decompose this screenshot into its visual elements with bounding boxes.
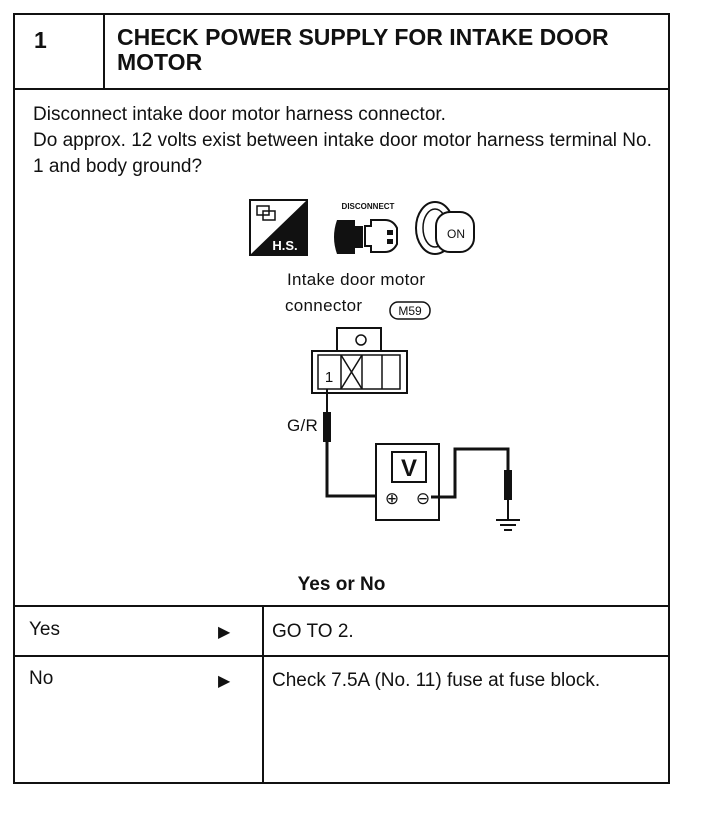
wire-color-label: G/R — [287, 416, 319, 435]
voltmeter: V ⊕ ⊖ — [375, 443, 440, 521]
positive-lead — [325, 442, 391, 498]
question-label: Yes or No — [297, 574, 386, 595]
ground-icon — [496, 500, 520, 531]
table-column-divider — [262, 605, 264, 784]
answer-label: No — [29, 668, 54, 689]
negative-lead — [431, 447, 510, 499]
positive-probe — [323, 412, 331, 442]
meter-label: V — [401, 455, 417, 482]
arrow-right-icon: ▶ — [218, 624, 231, 641]
harness-connector: 1 — [311, 327, 408, 394]
step-header: 1 CHECK POWER SUPPLY FOR INTAKE DOOR MOT… — [15, 15, 668, 90]
minus-terminal: ⊖ — [416, 489, 430, 509]
connector-label-line1: Intake door motor — [287, 270, 426, 289]
connector-label-line2: connector — [285, 296, 363, 315]
instruction-line-2: Do approx. 12 volts exist between intake… — [33, 130, 652, 177]
ignition-label: ON — [447, 227, 465, 241]
answer-label: Yes — [29, 619, 60, 640]
answer-result: Check 7.5A (No. 11) fuse at fuse block. — [272, 670, 601, 691]
instruction-line-1: Disconnect intake door motor harness con… — [33, 104, 446, 125]
terminal-number: 1 — [325, 369, 333, 386]
step-title: CHECK POWER SUPPLY FOR INTAKE DOOR MOTOR — [117, 24, 609, 75]
diagram-drawing: H.S. DISCONNECT ON — [249, 199, 520, 531]
wiring-diagram: H.S. DISCONNECT ON — [15, 190, 668, 535]
table-divider-top — [15, 605, 668, 607]
disconnect-icon: DISCONNECT — [334, 202, 398, 254]
answer-result: GO TO 2. — [272, 621, 354, 642]
instruction-block: Disconnect intake door motor harness con… — [33, 102, 663, 180]
connector-code-badge — [389, 301, 431, 320]
hs-label: H.S. — [272, 238, 297, 253]
step-number: 1 — [15, 15, 105, 88]
connector-code: M59 — [398, 304, 422, 318]
hs-icon: H.S. — [249, 199, 308, 256]
disconnect-label: DISCONNECT — [342, 202, 395, 211]
plus-terminal: ⊕ — [385, 489, 399, 509]
table-divider-middle — [15, 655, 668, 657]
negative-probe — [504, 470, 512, 500]
arrow-right-icon: ▶ — [218, 673, 231, 690]
ignition-key-icon: ON — [415, 201, 475, 255]
procedure-frame: 1 CHECK POWER SUPPLY FOR INTAKE DOOR MOT… — [13, 13, 670, 784]
